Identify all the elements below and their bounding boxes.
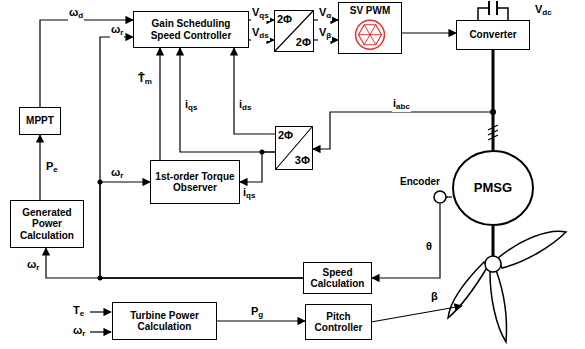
signal-connector — [180, 48, 275, 152]
node-label: 2Φ — [296, 36, 311, 49]
signal-name: ids — [238, 98, 252, 113]
pwm-box: SV PWM — [338, 2, 402, 54]
signal-name: ωr — [26, 258, 40, 273]
signal-name: Te — [72, 304, 85, 319]
signal-connector — [240, 152, 275, 182]
signal-connector — [234, 48, 275, 134]
signal-name: Vβ — [318, 26, 332, 41]
signal-connector — [159, 48, 160, 160]
node-label: Turbine Power Calculation — [117, 310, 212, 333]
signal-connector — [39, 135, 40, 200]
node-label: Converter — [469, 29, 516, 41]
signal-line — [90, 306, 462, 332]
process-box: Pitch Controller — [305, 304, 372, 340]
signal-name: ωr — [110, 166, 124, 181]
signal-connector — [100, 37, 303, 278]
transform-box: 2Φ3Φ — [275, 126, 313, 170]
signal-connector — [40, 20, 133, 107]
node-label: SV PWM — [339, 5, 401, 17]
encoder-symbol: Encoder — [400, 176, 448, 204]
junction-dot — [98, 109, 497, 281]
node-label: 3Φ — [295, 154, 310, 167]
signal-name: Vds — [251, 26, 270, 41]
process-box: Generated Power Calculation — [10, 200, 84, 248]
node-label: MPPT — [26, 115, 54, 127]
process-box: MPPT — [19, 107, 61, 135]
signal-name: ωd — [68, 6, 84, 21]
signal-name: iabc — [392, 97, 411, 112]
generator-circle: PMSG — [452, 150, 534, 226]
node-label: Pitch Controller — [310, 311, 367, 334]
node-label: 2Φ — [277, 13, 292, 26]
process-box: Speed Calculation — [303, 262, 372, 294]
signal-name: ωr — [72, 324, 86, 339]
signal-connector — [448, 196, 452, 197]
signal-name: ωr — [110, 23, 124, 38]
capacitor-symbol — [478, 1, 508, 20]
signal-name: Vα — [318, 6, 332, 21]
signal-connector — [217, 320, 305, 321]
process-box: Gain Scheduling Speed Controller — [133, 11, 249, 48]
process-box: Converter — [456, 20, 530, 50]
signal-connector — [372, 204, 440, 278]
signal-connector — [313, 112, 493, 150]
node-label: Generated Power Calculation — [15, 207, 79, 242]
node-label: Speed Calculation — [308, 267, 367, 290]
node-label: 1st-order Torque Observer — [155, 171, 235, 194]
node-label: Gain Scheduling Speed Controller — [138, 18, 244, 41]
signal-connector — [46, 248, 303, 278]
wind-turbine — [448, 226, 566, 342]
signal-name: Vqs — [251, 6, 270, 21]
transform-box: 2Φ 2Φ — [274, 10, 314, 52]
process-box: 1st-order Torque Observer — [150, 160, 240, 204]
process-box: Turbine Power Calculation — [112, 302, 217, 340]
node-label: 2Φ — [278, 129, 293, 142]
signal-name: Vdc — [534, 3, 553, 18]
signal-connector — [402, 32, 456, 33]
node-label: Encoder — [400, 176, 440, 188]
signal-name: iqs — [242, 186, 256, 201]
signal-name: Pe — [45, 160, 59, 175]
signal-name: β — [430, 290, 439, 302]
signal-name: θ — [425, 240, 433, 252]
signal-name: T̂m — [137, 72, 153, 87]
signal-name: iqs — [184, 98, 198, 113]
signal-name: Pg — [250, 305, 264, 320]
node-label: PMSG — [474, 181, 512, 196]
